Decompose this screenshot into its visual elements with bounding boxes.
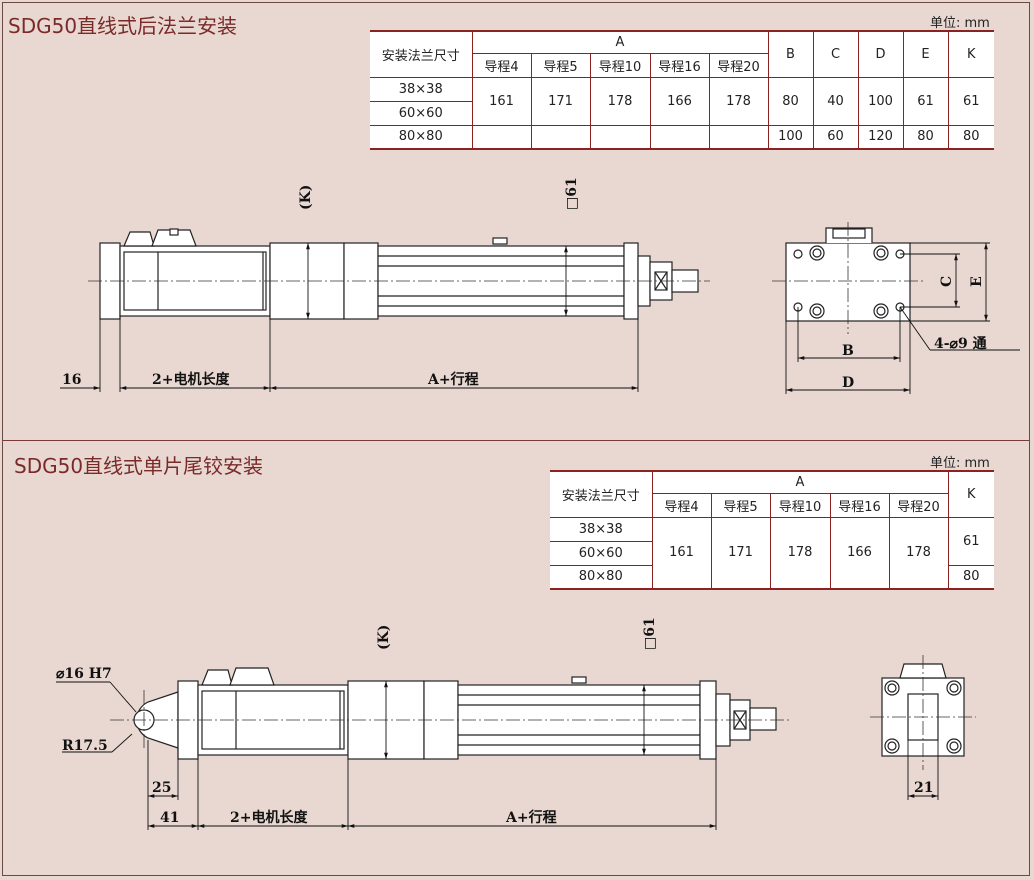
d-value: 100 (857, 76, 904, 126)
a-value: 161 (471, 76, 532, 126)
lead-header: 导程20 (888, 492, 948, 518)
k-dimension-label: (K) (376, 625, 392, 650)
c-dimension-label: C (939, 276, 955, 287)
pin-hole-label: ⌀16 H7 (56, 666, 112, 682)
stroke-label: A+行程 (505, 809, 557, 826)
k-value: 61 (947, 76, 994, 126)
lead-header: 导程5 (710, 492, 771, 518)
k-value: 80 (947, 564, 994, 590)
b-value: 100 (767, 124, 814, 150)
d-dimension-label: D (842, 375, 854, 391)
motor-length-label: 2+电机长度 (152, 371, 230, 388)
a-value-empty (589, 124, 651, 150)
a-value-empty (708, 124, 769, 150)
radius-label: R17.5 (62, 738, 108, 754)
a-value: 178 (708, 76, 769, 126)
a-value-empty (649, 124, 710, 150)
d-value: 120 (857, 124, 904, 150)
dim-21-label: 21 (914, 780, 933, 796)
size-cell: 60×60 (550, 540, 652, 566)
k-header: K (947, 470, 994, 518)
lead-header: 导程16 (829, 492, 890, 518)
dim-16-label: 16 (62, 372, 81, 388)
bottom-section-title: SDG50直线式单片尾铰安装 (14, 454, 264, 478)
top-unit-label: 单位: mm (930, 16, 990, 31)
size-header: 安装法兰尺寸 (370, 30, 473, 78)
dim-25-label: 25 (152, 780, 171, 796)
size-cell: 80×80 (550, 564, 653, 590)
k-header: K (947, 30, 994, 78)
top-actuator-side-view (99, 228, 699, 320)
lead-header: 导程5 (530, 52, 591, 78)
motor-length-label: 2+电机长度 (230, 809, 308, 826)
e-dimension-label: E (969, 276, 985, 287)
a-value: 178 (769, 516, 831, 590)
top-dimension-table: 安装法兰尺寸 A B C D E K 导程4 导程5 导程10 导程16 导程2… (370, 30, 994, 150)
e-value: 61 (902, 76, 949, 126)
size-cell: 80×80 (370, 124, 473, 150)
bottom-actuator-side-view (133, 667, 777, 760)
a-value-empty (530, 124, 591, 150)
hole-callout-label: 4-⌀9 通 (934, 336, 987, 352)
e-header: E (902, 30, 949, 78)
k-value: 61 (947, 516, 994, 566)
c-value: 60 (812, 124, 859, 150)
bottom-unit-label: 单位: mm (930, 456, 990, 471)
bottom-dimension-table: 安装法兰尺寸 A K 导程4 导程5 导程10 导程16 导程20 38×38 … (550, 470, 994, 590)
stroke-label: A+行程 (427, 371, 479, 388)
e-value: 80 (902, 124, 949, 150)
k-value: 80 (947, 124, 994, 150)
k-dimension-label: (K) (298, 185, 314, 210)
top-section-title: SDG50直线式后法兰安装 (8, 14, 238, 38)
dim-41-label: 41 (160, 810, 179, 826)
c-value: 40 (812, 76, 859, 126)
lead-header: 导程10 (769, 492, 831, 518)
a-value: 161 (651, 516, 712, 590)
square-dimension-label: □61 (564, 177, 580, 210)
square-dimension-label: □61 (642, 617, 658, 650)
a-value: 166 (829, 516, 890, 590)
section-divider (3, 440, 1029, 441)
size-header: 安装法兰尺寸 (550, 470, 653, 518)
a-value: 171 (710, 516, 771, 590)
lead-header: 导程16 (649, 52, 710, 78)
b-dimension-label: B (842, 343, 854, 359)
